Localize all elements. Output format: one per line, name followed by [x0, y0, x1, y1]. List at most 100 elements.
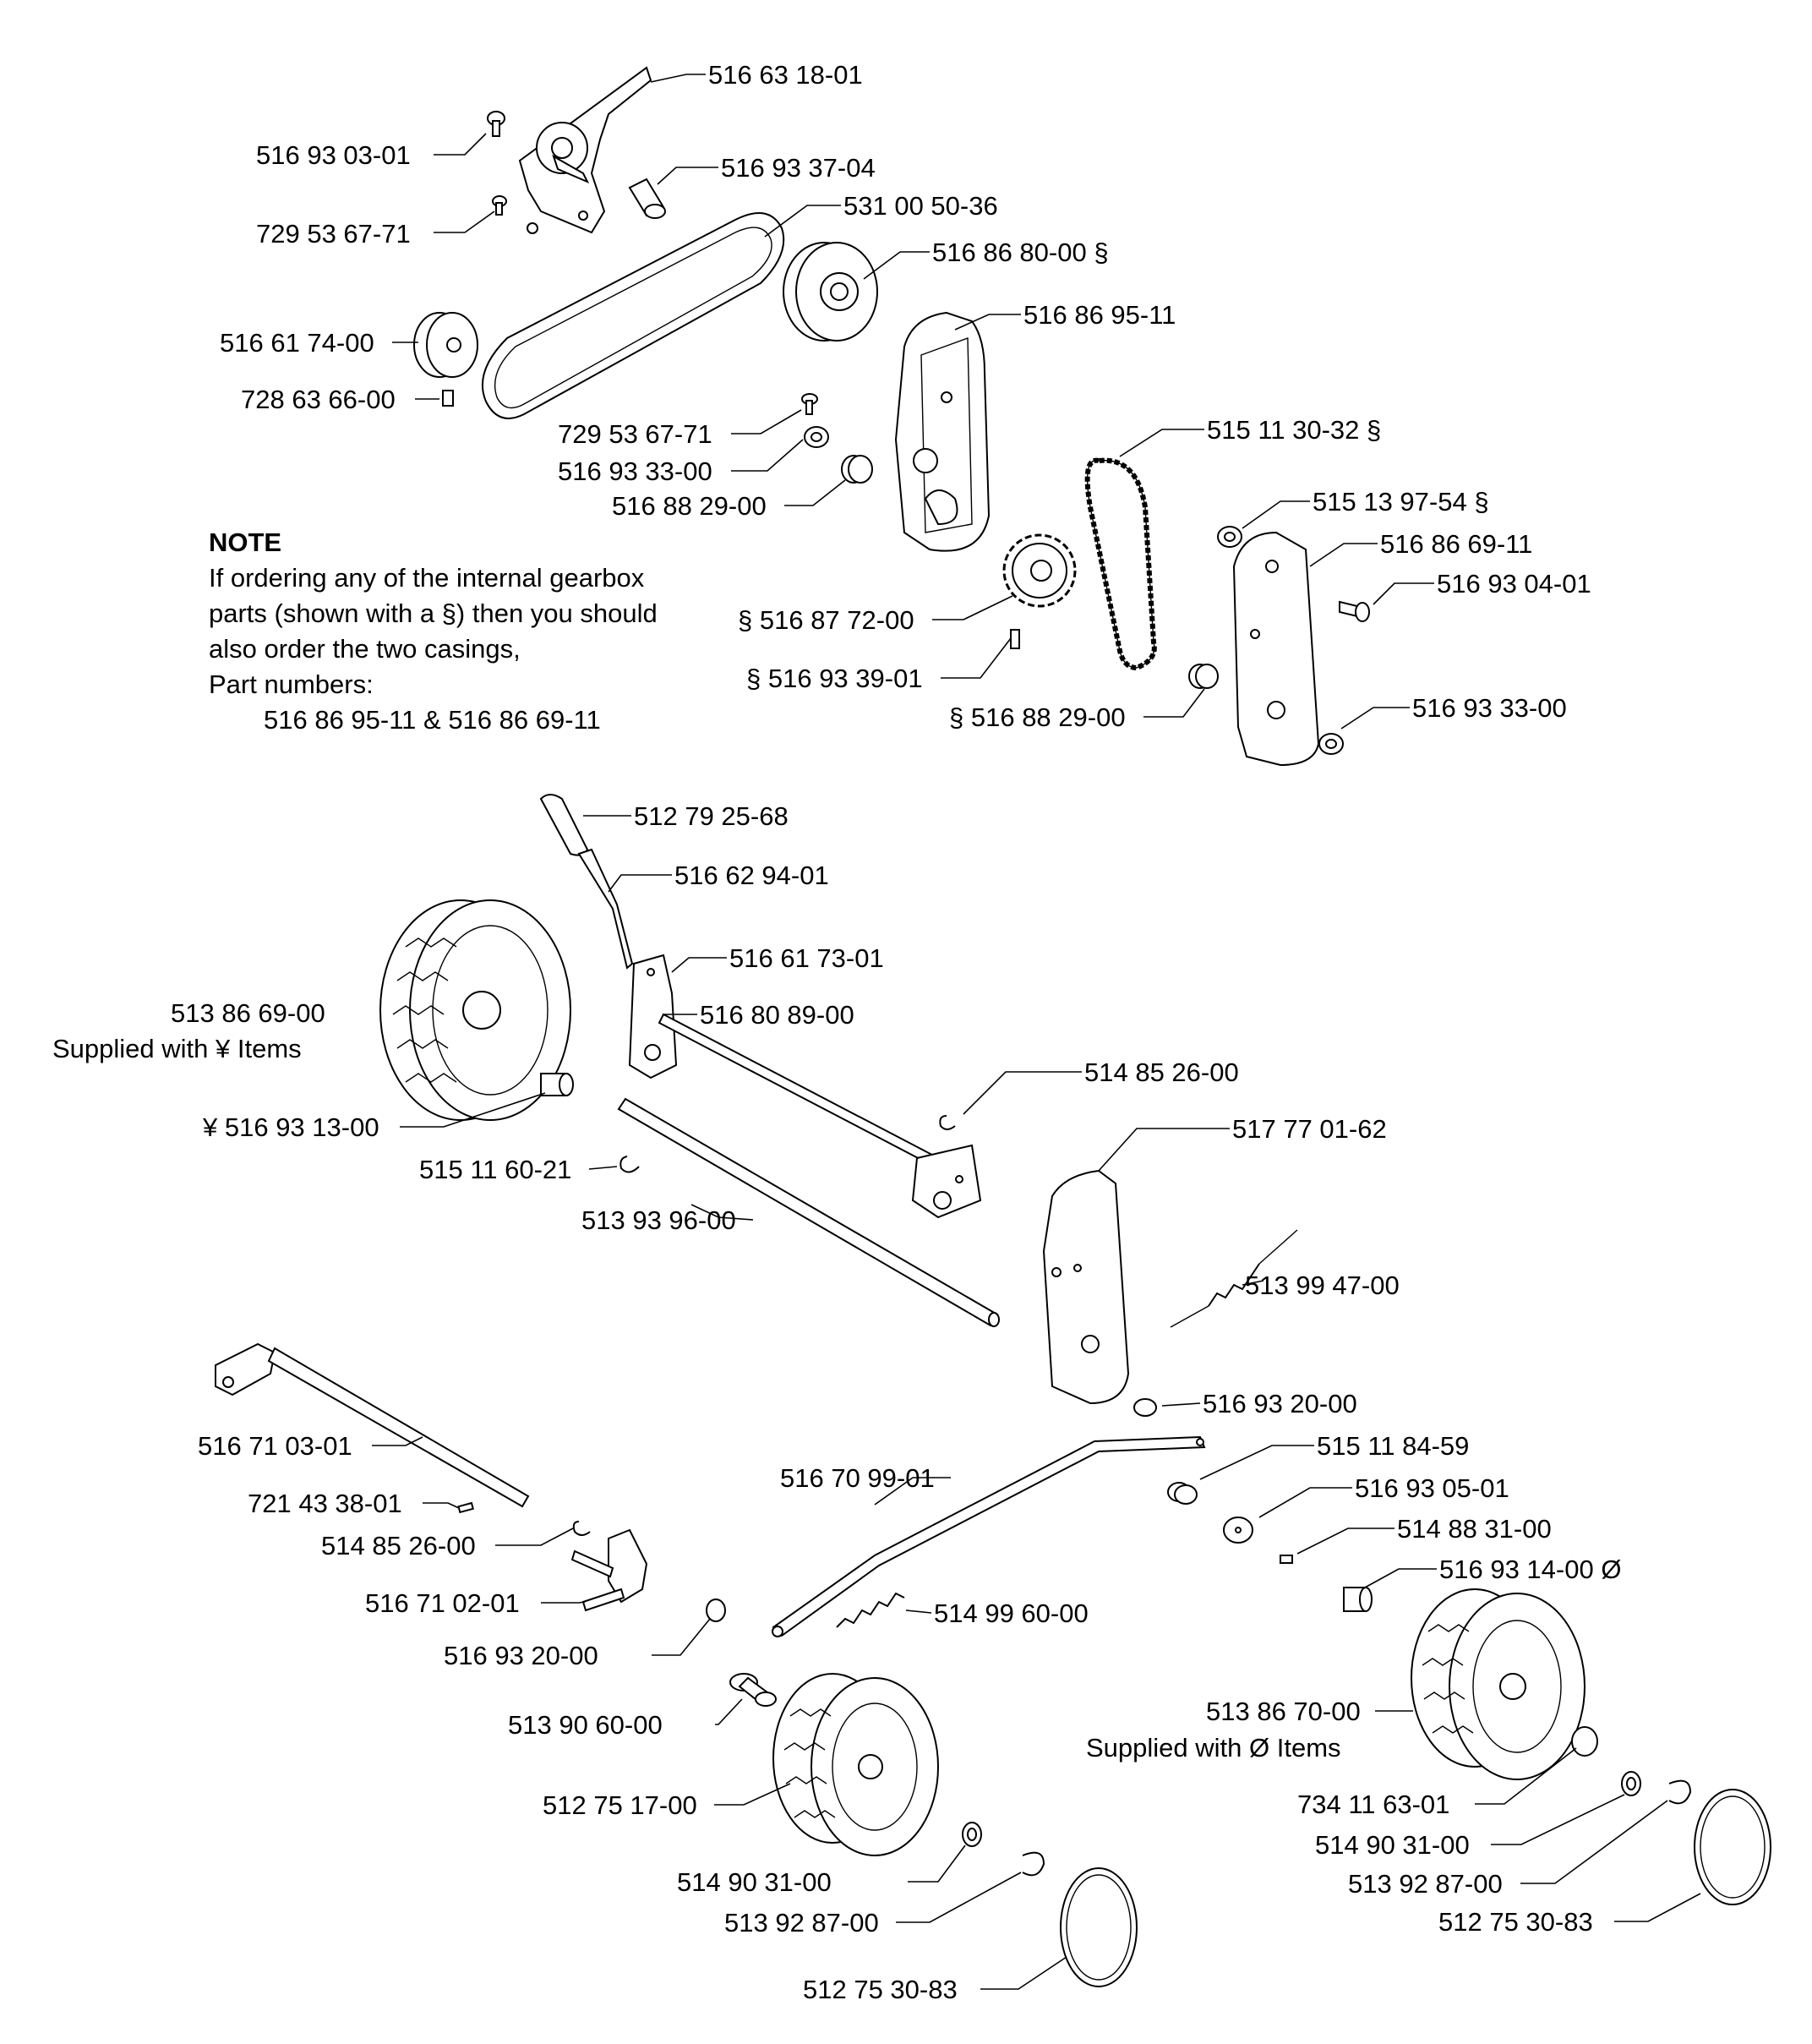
part-drawings	[215, 66, 1771, 1987]
label-516-93-05-01: 516 93 05-01	[1355, 1473, 1509, 1503]
washer-part	[804, 426, 829, 448]
label-721-43-38-01: 721 43 38-01	[248, 1489, 402, 1518]
label-514-85-26-00: 514 85 26-00	[1084, 1058, 1239, 1087]
label-512-75-30-83-b: 512 75 30-83	[1438, 1907, 1593, 1937]
label-516-93-13-00: ¥ 516 93 13-00	[202, 1112, 379, 1142]
label-supplied-with-yen: Supplied with ¥ Items	[52, 1034, 302, 1063]
spring-part	[1170, 1229, 1298, 1328]
label-515-13-97-54: 515 13 97-54 §	[1313, 487, 1489, 516]
label-513-90-60-00: 513 90 60-00	[508, 1710, 663, 1740]
label-514-88-31-00: 514 88 31-00	[1397, 1514, 1552, 1544]
label-514-99-60-00: 514 99 60-00	[934, 1599, 1089, 1628]
rod-part	[658, 1013, 982, 1219]
label-516-93-37-04: 516 93 37-04	[721, 153, 876, 183]
label-516-93-33-00: 516 93 33-00	[558, 456, 712, 486]
sprocket-part	[1002, 533, 1077, 608]
pulley-part	[783, 242, 878, 342]
label-531-00-50-36: 531 00 50-36	[843, 191, 998, 221]
belt-part	[481, 212, 785, 419]
front-axle-part	[215, 1342, 530, 1508]
label-516-71-03-01: 516 71 03-01	[198, 1431, 352, 1461]
circlip-part-2	[1668, 1779, 1692, 1805]
label-516-86-95-11: 516 86 95-11	[1023, 300, 1176, 330]
note-title: NOTE	[209, 527, 281, 557]
bushing-part	[628, 178, 666, 219]
label-515-11-30-32: 515 11 30-32 §	[1207, 415, 1381, 445]
pin-part	[1010, 629, 1020, 649]
note-line-2: parts (shown with a §) then you should	[209, 598, 658, 628]
pinion-part-2	[1343, 1587, 1373, 1612]
bushing-part-2	[1167, 1482, 1198, 1505]
key-part	[1280, 1555, 1293, 1564]
bearing-part-2	[1217, 526, 1242, 548]
right-wheel-part	[1411, 1588, 1586, 1780]
bearing-part-3	[1188, 664, 1219, 689]
label-517-77-01-62: 517 77 01-62	[1232, 1114, 1387, 1144]
bracket-part	[518, 66, 652, 234]
pin-part-3	[729, 1673, 777, 1707]
washer-part-2	[1318, 733, 1344, 755]
label-513-92-87-00: 513 92 87-00	[724, 1908, 879, 1937]
note-line-1: If ordering any of the internal gearbox	[209, 563, 645, 593]
label-513-86-69-00: 513 86 69-00	[171, 998, 325, 1028]
set-screw-part	[442, 390, 454, 407]
label-516-93-14-00: 516 93 14-00 Ø	[1439, 1555, 1621, 1584]
clip-part-3	[572, 1521, 591, 1536]
label-516-93-20-00: 516 93 20-00	[1203, 1389, 1357, 1418]
clip-part-2	[619, 1156, 640, 1173]
label-515-11-60-21: 515 11 60-21	[419, 1155, 571, 1184]
front-wheel-part	[772, 1673, 939, 1856]
label-729-53-67-71: 729 53 67-71	[256, 219, 411, 249]
label-514-90-31-00-b: 514 90 31-00	[1315, 1830, 1470, 1860]
label-516-88-29-00: 516 88 29-00	[612, 491, 767, 521]
bolt-part	[487, 111, 505, 137]
label-516-93-04-01: 516 93 04-01	[1437, 569, 1591, 598]
circlip-part	[1022, 1851, 1045, 1877]
rear-wheel-part	[379, 899, 571, 1121]
label-516-86-69-11: 516 86 69-11	[1380, 529, 1532, 559]
label-516-80-89-00: 516 80 89-00	[700, 1000, 854, 1030]
note-line-3: also order the two casings,	[209, 634, 521, 664]
label-512-79-25-68: 512 79 25-68	[634, 801, 789, 831]
leader-lines	[372, 74, 1701, 1990]
callout-labels: 516 63 18-01 516 93 03-01 516 93 37-04 7…	[52, 60, 1621, 2004]
label-734-11-63-01: 734 11 63-01	[1297, 1790, 1449, 1819]
label-513-92-87-00-b: 513 92 87-00	[1348, 1869, 1503, 1899]
label-516-87-72-00: § 516 87 72-00	[738, 605, 914, 635]
label-513-86-70-00: 513 86 70-00	[1206, 1697, 1361, 1726]
label-516-93-20-00-b: 516 93 20-00	[444, 1641, 598, 1670]
nut-part-2	[1621, 1771, 1641, 1796]
label-516-93-33-00-b: 516 93 33-00	[1412, 693, 1567, 723]
lever-part	[539, 794, 634, 970]
note-line-5: 516 86 95-11 & 516 86 69-11	[264, 705, 601, 735]
washer-part-3	[1133, 1398, 1157, 1417]
label-supplied-with-o: Supplied with Ø Items	[1086, 1733, 1341, 1763]
label-516-61-74-00: 516 61 74-00	[220, 328, 374, 358]
label-512-75-17-00: 512 75 17-00	[543, 1790, 697, 1820]
note-block: NOTE If ordering any of the internal gea…	[209, 527, 658, 735]
note-line-4: Part numbers:	[209, 669, 374, 699]
washer-part-5	[1223, 1517, 1253, 1544]
pinion-part	[540, 1073, 574, 1096]
washer-part-6	[1571, 1726, 1598, 1757]
label-516-70-99-01: 516 70 99-01	[780, 1463, 935, 1493]
label-513-93-96-00: 513 93 96-00	[581, 1205, 736, 1235]
screw-part-3	[1339, 600, 1370, 622]
label-516-63-18-01: 516 63 18-01	[708, 60, 863, 90]
spring-part-2	[836, 1592, 905, 1628]
label-514-85-26-00-b: 514 85 26-00	[321, 1531, 476, 1560]
casing-right-part	[1232, 531, 1320, 767]
label-516-61-73-01: 516 61 73-01	[729, 943, 884, 973]
label-514-90-31-00: 514 90 31-00	[677, 1867, 832, 1897]
screw-part-2	[801, 393, 818, 415]
label-512-75-30-83: 512 75 30-83	[803, 1975, 958, 2004]
housing-part	[1042, 1169, 1130, 1405]
lever-bracket-part	[628, 954, 678, 1079]
label-516-88-29-00-b: § 516 88 29-00	[949, 702, 1126, 732]
casing-left-part	[894, 311, 991, 552]
nut-part	[962, 1822, 982, 1847]
label-516-62-94-01: 516 62 94-01	[674, 861, 829, 890]
label-516-71-02-01: 516 71 02-01	[365, 1588, 520, 1618]
front-bracket-part	[570, 1528, 648, 1612]
hubcap-part-2	[1694, 1789, 1771, 1905]
